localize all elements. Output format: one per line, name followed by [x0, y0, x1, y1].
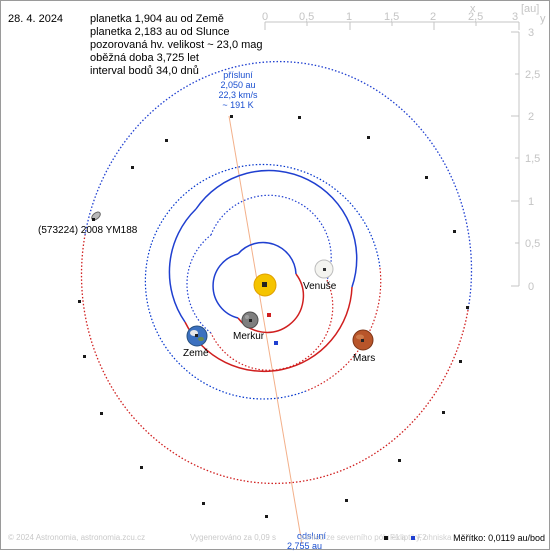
asteroid-markers	[78, 115, 469, 518]
perihelion-label: přísluní 2,050 au 22,3 km/s ~ 191 K	[210, 70, 266, 110]
x-tick-3: 3	[512, 11, 518, 23]
f2-marker	[411, 536, 416, 540]
asteroid-name: (573224) 2008 YM188	[38, 225, 138, 236]
y-tick-1-5: 1,5	[525, 153, 540, 165]
f2-label: F2	[417, 533, 427, 542]
earth-distance-text: planetka 1,904 au od Země	[90, 13, 224, 25]
venus-icon	[314, 259, 334, 279]
aphelion-title: odsluní	[297, 531, 327, 541]
x-tick-1-5: 1,5	[384, 11, 399, 23]
mercury-orbit-marker	[274, 341, 278, 345]
y-tick-1: 1	[528, 196, 534, 208]
y-axis-label: y	[540, 13, 546, 25]
aphelion-distance: 2,755 au	[287, 541, 323, 551]
x-axis-label: x	[470, 3, 476, 15]
date-label: 28. 4. 2024	[8, 13, 64, 25]
x-tick-2-5: 2,5	[468, 11, 483, 23]
aphelion-label: odsluní 2,755 au	[287, 531, 326, 551]
y-tick-2-5: 2,5	[525, 69, 540, 81]
focus-legend: F1 a F2	[384, 533, 427, 542]
earth-icon	[186, 325, 208, 347]
f1-label: F1 a	[390, 533, 407, 542]
venus-label: Venuše	[303, 281, 337, 292]
perihelion-speed: 22,3 km/s	[218, 90, 258, 100]
mars-label: Mars	[353, 353, 376, 364]
mercury-label: Merkur	[233, 331, 265, 342]
copyright-text: © 2024 Astronomia, astronomia.zcu.cz	[8, 533, 146, 542]
earth-label: Země	[183, 348, 209, 359]
scale-text: Měřítko: 0,0119 au/bod	[453, 533, 545, 543]
x-tick-1: 1	[346, 11, 352, 23]
mercury-icon	[241, 311, 259, 329]
sun-distance-text: planetka 2,183 au od Slunce	[90, 26, 230, 38]
interval-text: interval bodů 34,0 dnů	[90, 65, 199, 77]
mars-icon	[352, 329, 374, 351]
x-axis: 0 0,5 1 1,5 2 2,5 3 x [au]	[262, 3, 539, 30]
venus-orbit	[186, 194, 334, 371]
magnitude-text: pozorovaná hv. velikost ~ 23,0 mag	[90, 39, 263, 51]
perihelion-title: přísluní	[223, 70, 253, 80]
apsis-line	[228, 115, 303, 545]
y-tick-0: 0	[528, 281, 534, 293]
x-tick-0: 0	[262, 11, 268, 23]
y-tick-0-5: 0,5	[525, 238, 540, 250]
perihelion-temperature: ~ 191 K	[222, 100, 254, 110]
asteroid-orbit	[80, 60, 473, 485]
unit-label: [au]	[521, 3, 539, 15]
generated-text: Vygenerováno za 0,09 s	[190, 533, 276, 542]
perspective-text: pohled ze severního pólu ekliptiky, ohni…	[300, 533, 452, 542]
x-tick-0-5: 0,5	[299, 11, 314, 23]
y-tick-2: 2	[528, 111, 534, 123]
y-axis: y 3 2,5 2 1,5 1 0,5 0	[511, 13, 546, 293]
x-tick-2: 2	[430, 11, 436, 23]
period-text: oběžná doba 3,725 let	[90, 52, 199, 64]
asteroid-icon	[91, 211, 101, 221]
focus-f2	[267, 313, 271, 317]
f1-marker	[384, 536, 388, 540]
perihelion-distance: 2,050 au	[220, 80, 256, 90]
earth-orbit	[168, 169, 358, 373]
y-tick-3: 3	[528, 27, 534, 39]
sun-icon	[253, 273, 277, 297]
